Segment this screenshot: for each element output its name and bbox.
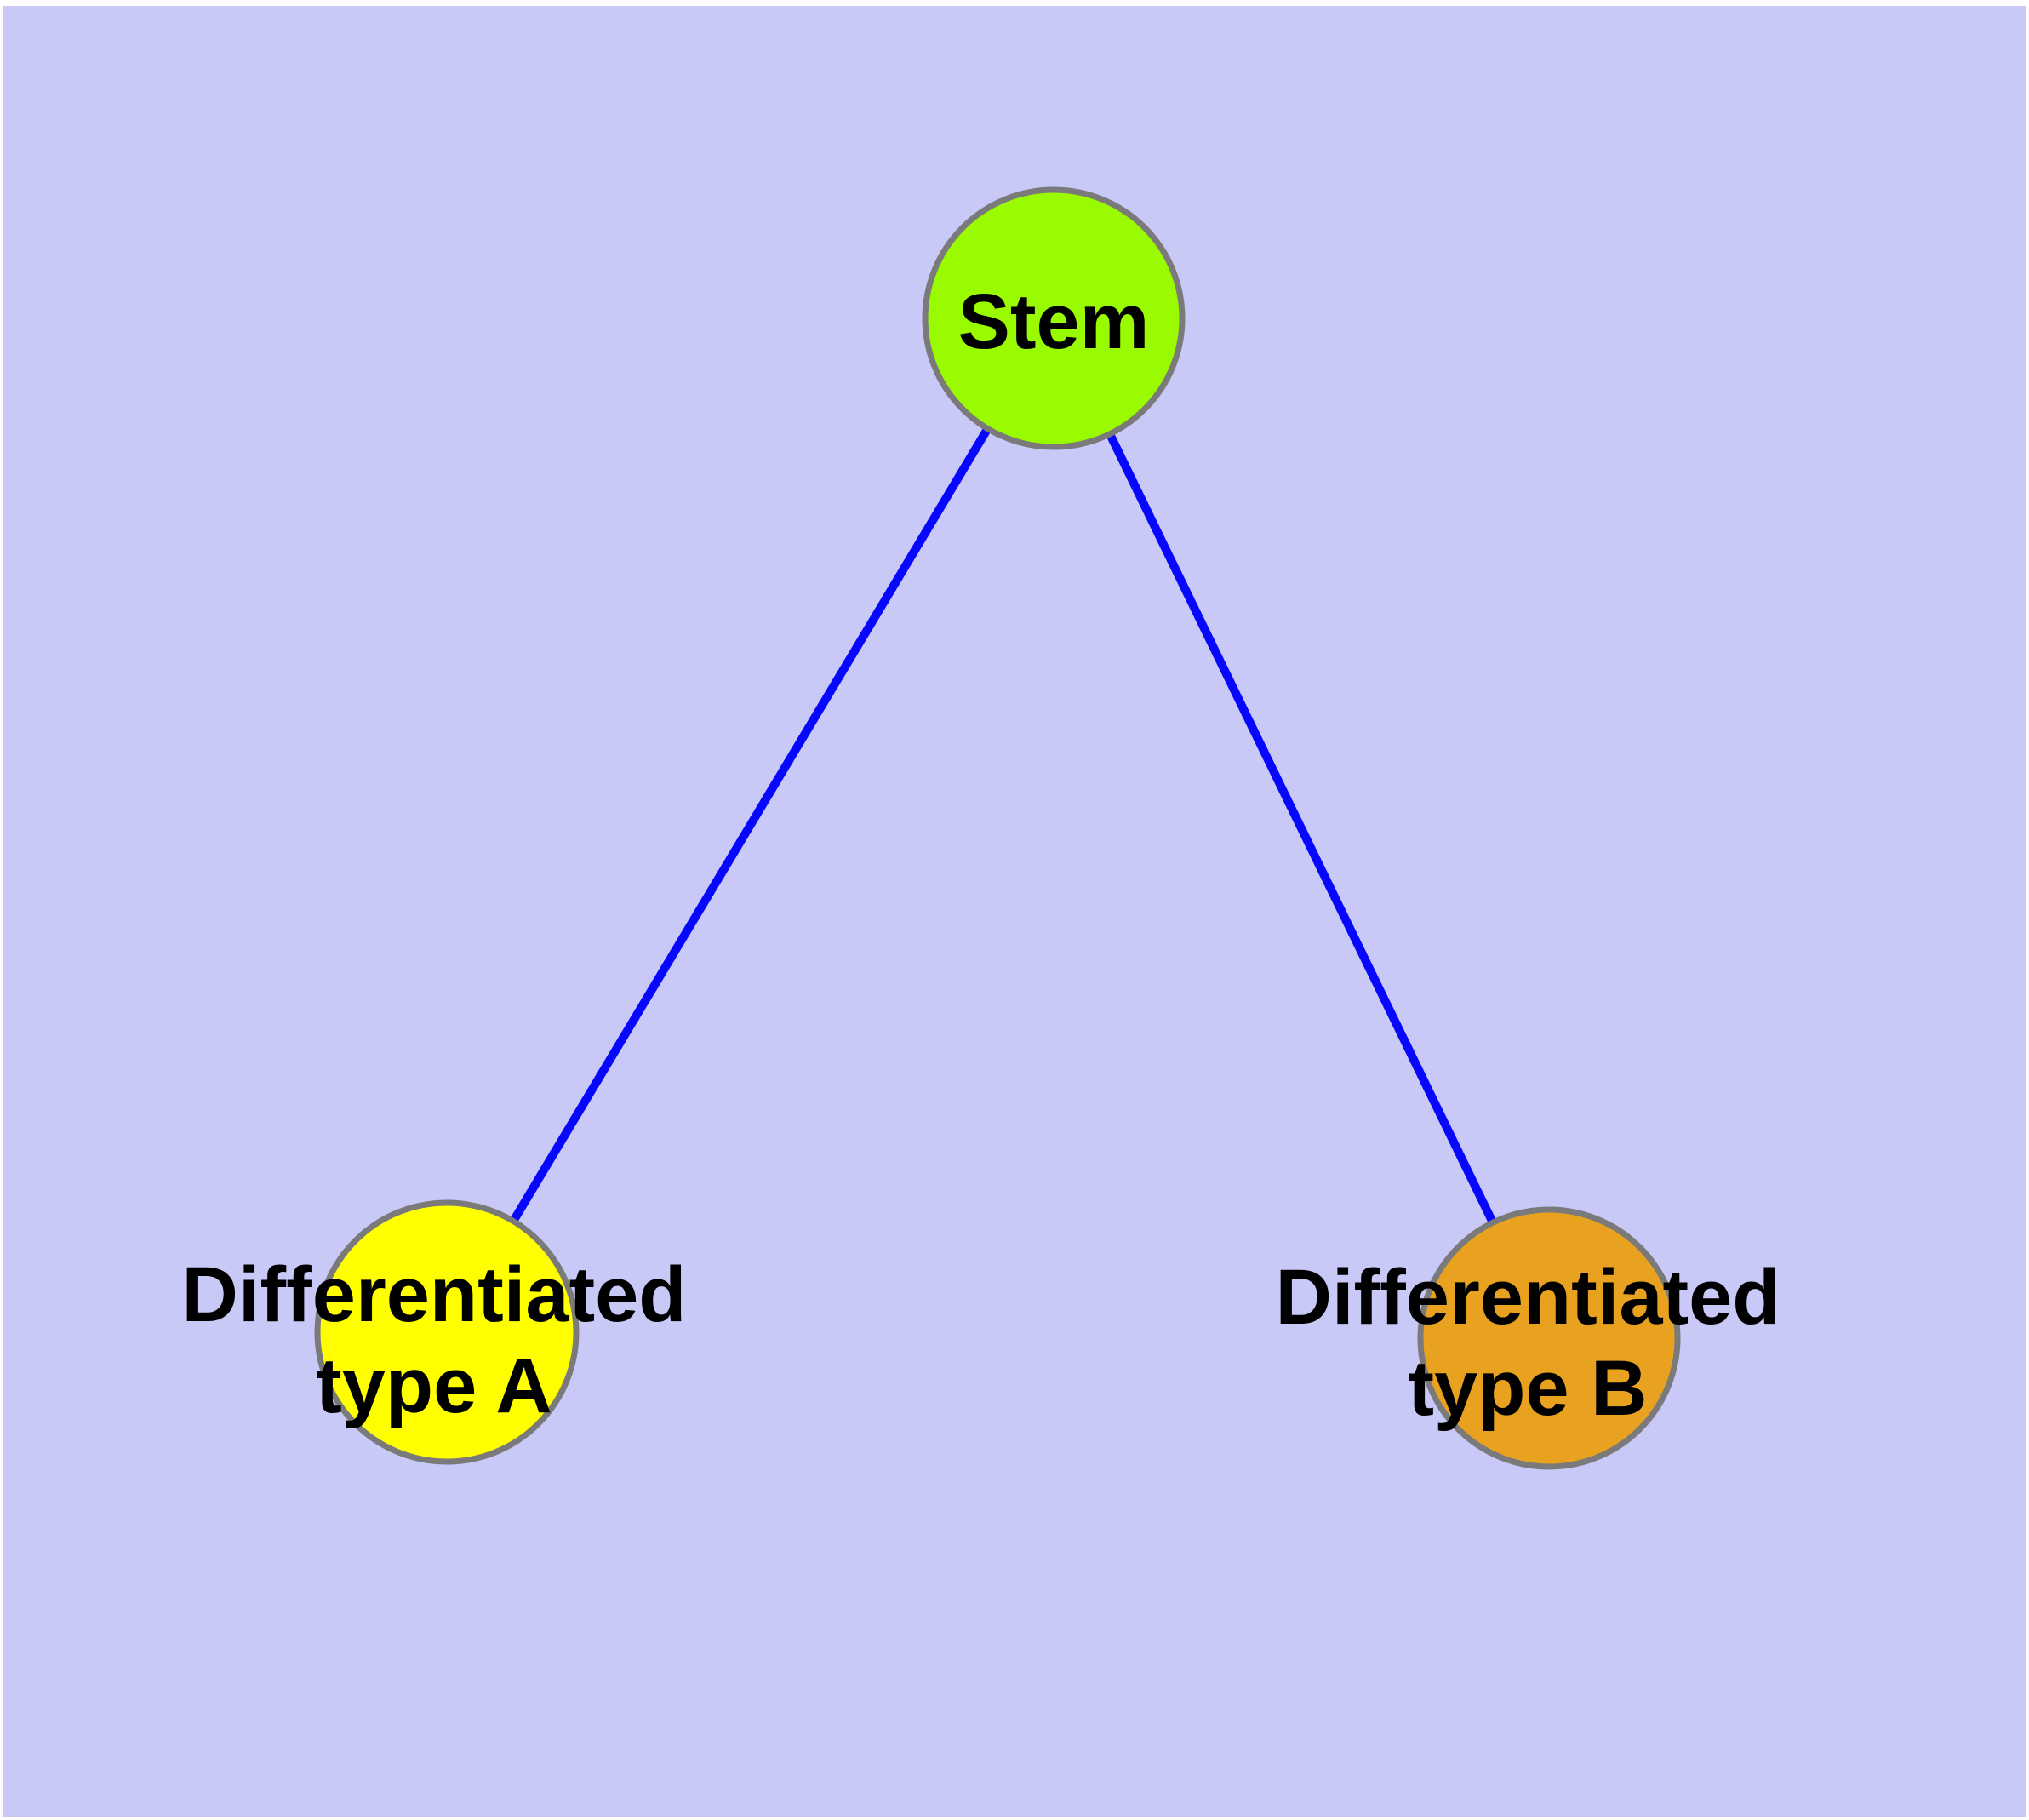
node-stem-label: Stem xyxy=(958,278,1150,365)
edges-group xyxy=(443,316,1553,1341)
nodes-group xyxy=(314,186,1681,1470)
node-type-a-label-line1: Differentiated xyxy=(182,1251,687,1338)
node-differentiated-type-a xyxy=(314,1199,580,1465)
node-type-b-label-line2: type B xyxy=(1408,1345,1647,1432)
node-stem xyxy=(922,186,1186,450)
node-type-b-label-line1: Differentiated xyxy=(1276,1254,1780,1341)
node-type-a-label-line2: type A xyxy=(316,1342,552,1429)
edge-stem-to-type-b xyxy=(1049,316,1553,1341)
node-differentiated-type-b xyxy=(1417,1206,1681,1470)
edge-stem-to-type-a xyxy=(443,316,1058,1335)
